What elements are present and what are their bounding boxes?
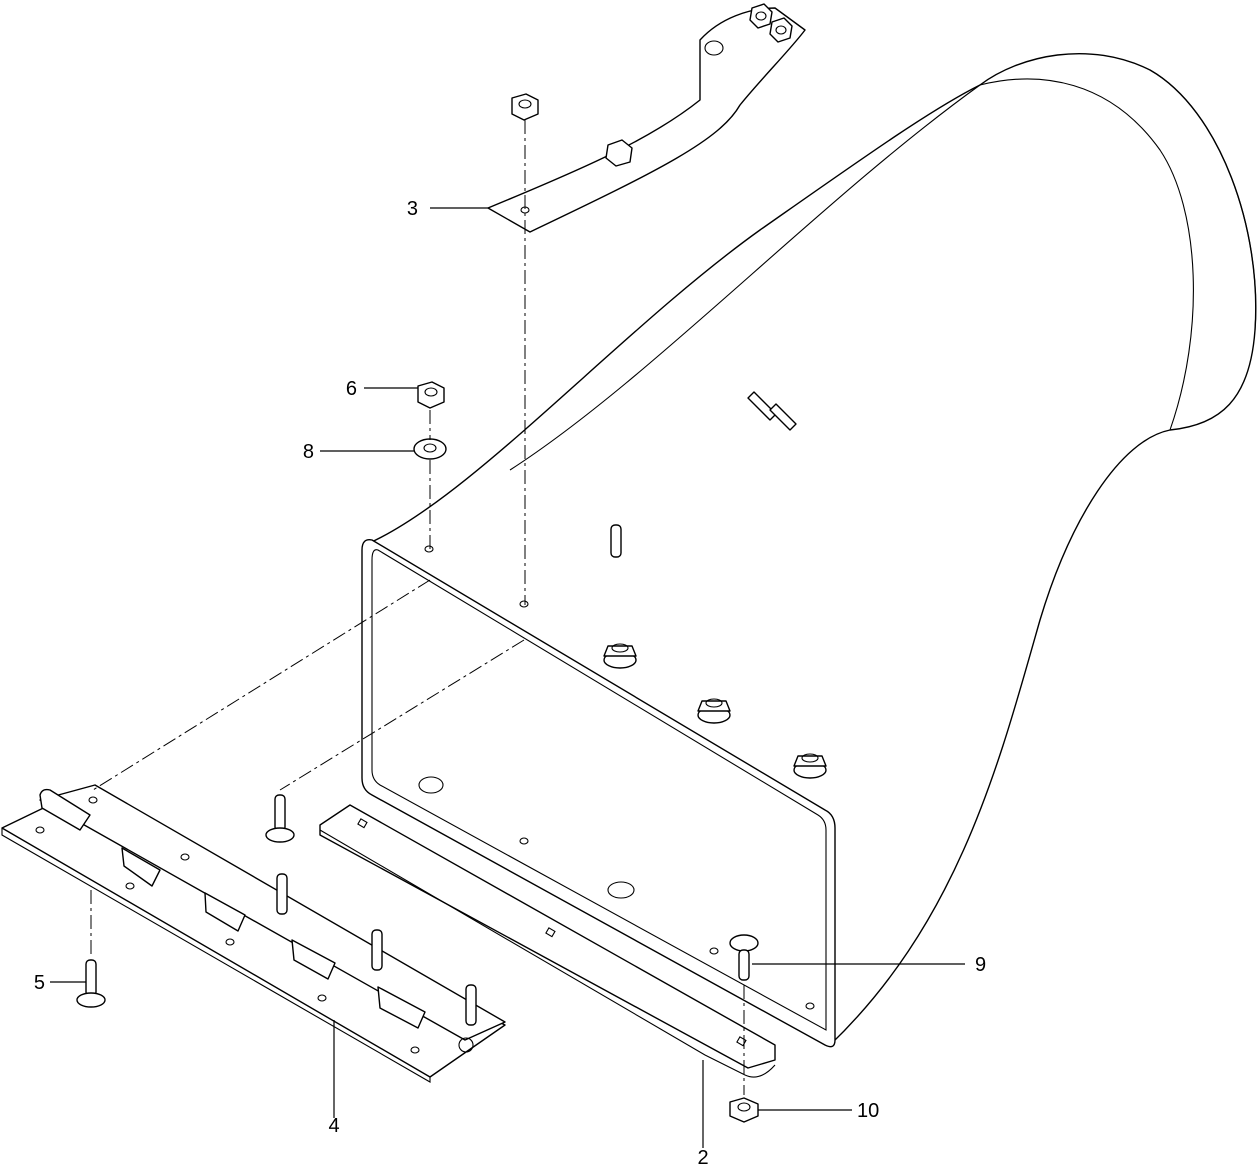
- callout-3: 3: [407, 198, 418, 220]
- callout-6: 6: [346, 378, 357, 400]
- retainer-strip: [319, 804, 776, 1078]
- flange-nut: [603, 643, 637, 669]
- callout-9: 9: [975, 954, 986, 976]
- hex-nut: [749, 3, 773, 29]
- hex-nut: [605, 139, 633, 167]
- bracket-strap: [487, 3, 806, 233]
- hex-nut-bottom: [729, 1097, 759, 1123]
- flange-nut: [697, 698, 731, 724]
- callout-4: 4: [328, 1115, 339, 1137]
- hex-nut: [769, 17, 793, 43]
- assembly-lines: [90, 120, 745, 1095]
- leader-lines: [50, 207, 965, 1148]
- lock-nut: [417, 381, 445, 409]
- callout-5: 5: [34, 972, 45, 994]
- lock-nut-top: [511, 93, 539, 121]
- callout-8: 8: [303, 441, 314, 463]
- callout-10: 10: [857, 1100, 879, 1122]
- carriage-bolt-2: [265, 794, 295, 843]
- callouts: 3 6 8 5 4 2 9 10: [34, 198, 986, 1169]
- round-head-bolt: [729, 934, 759, 981]
- carriage-bolt: [76, 959, 106, 1008]
- piano-hinge: [1, 784, 506, 1083]
- flange-nut: [793, 753, 827, 779]
- flat-washer: [413, 438, 447, 460]
- callout-2: 2: [697, 1147, 708, 1169]
